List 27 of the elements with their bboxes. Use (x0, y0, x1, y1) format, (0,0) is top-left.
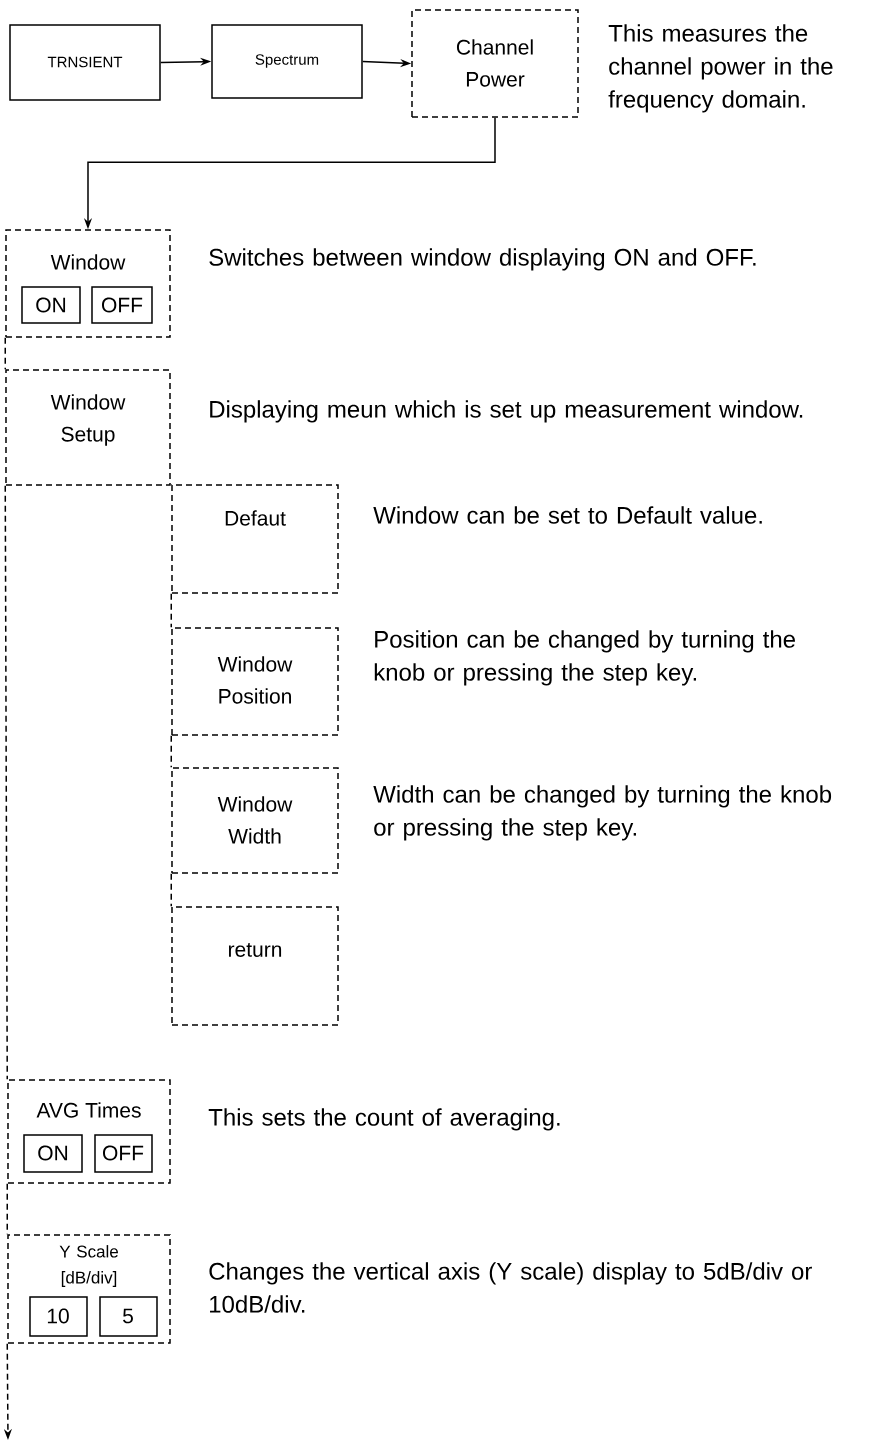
menu-key-box: Window Setup (5, 369, 171, 486)
description-text: Position can be changed by turning the knob or pressing the step key. (374, 630, 795, 686)
description-text: Displaying meun which is set up measurement window. (210, 400, 803, 423)
connector-line (4, 485, 8, 1080)
option-box: OFF (91, 286, 153, 324)
menu-key-box: Channel Power (411, 9, 579, 118)
menu-key-box: return (171, 906, 339, 1026)
description-text: Window can be set to Default value. (373, 506, 762, 524)
option-box: OFF (94, 1134, 153, 1173)
menu-key-box: Window Width (171, 767, 339, 874)
description-text: Width can be changed by turning the knob or pressing the step key. (373, 785, 832, 841)
option-box: 10 (29, 1296, 88, 1337)
menu-key-box: Window Position (171, 627, 339, 736)
connector-line (4, 337, 6, 370)
connector-line (170, 593, 172, 628)
function-box: TRNSIENT (9, 24, 161, 101)
description-text: Switches between window displaying ON and OFF. (209, 248, 756, 271)
description-text: This measures the channel power in the frequency domain. (608, 24, 833, 113)
connector-line (170, 735, 172, 768)
connector-line (170, 873, 172, 907)
description-text: Changes the vertical axis (Y scale) display to 5dB/div or 10dB/div. (209, 1262, 812, 1313)
description-text: This sets the count of averaging. (208, 1108, 560, 1131)
option-box: 5 (99, 1296, 158, 1337)
function-box: Spectrum (211, 24, 363, 99)
menu-key-box: Defaut (171, 484, 339, 594)
option-box: ON (23, 1134, 83, 1173)
option-box: ON (21, 286, 81, 324)
